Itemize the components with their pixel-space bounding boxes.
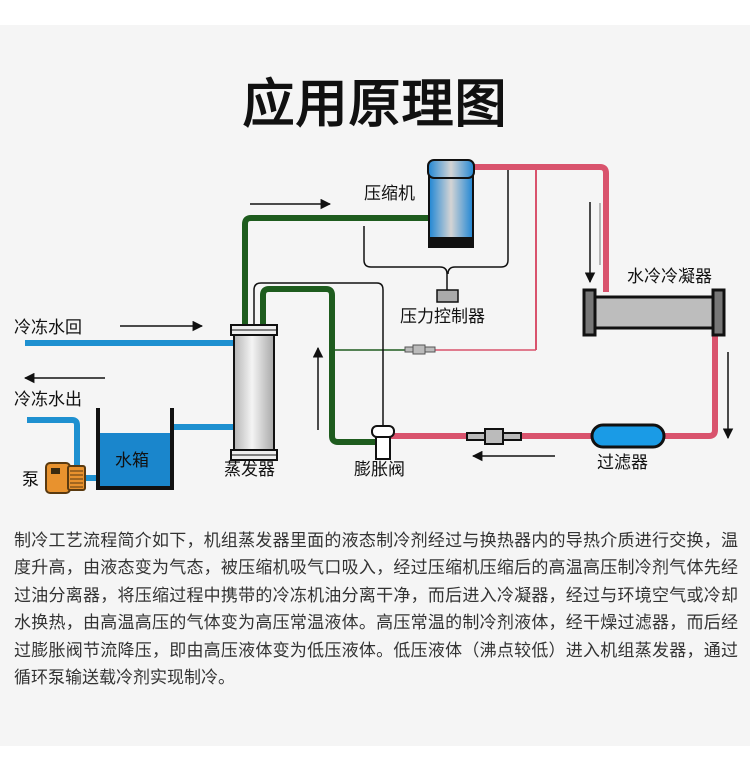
- water-tank-label: 水箱: [115, 451, 149, 471]
- content-panel: [0, 25, 750, 746]
- compressor-label: 压缩机: [364, 184, 415, 204]
- sight-glass-icon: [466, 428, 522, 445]
- water-tank: [96, 408, 174, 490]
- filter-icon: [590, 423, 666, 449]
- chilled-water-out-pipe: [27, 417, 86, 481]
- condenser-icon: [582, 288, 726, 337]
- discharge-line: [472, 164, 609, 292]
- suction-line: [242, 215, 430, 328]
- control-lines: [253, 170, 601, 428]
- low-pressure-lines: [242, 215, 430, 445]
- evaporator-icon: [230, 324, 278, 461]
- condenser-outlet-line: [387, 330, 718, 439]
- evaporator-label: 蒸发器: [224, 460, 275, 480]
- sensing-fitting-icon: [404, 344, 436, 355]
- chilled-water-return-label: 冷冻水回: [14, 318, 82, 338]
- pressure-controller-label: 压力控制器: [400, 307, 485, 327]
- expansion-valve-label: 膨胀阀: [354, 460, 405, 480]
- condenser-label: 水冷冷凝器: [627, 267, 712, 287]
- evaporator-inlet-line: [260, 286, 378, 445]
- chilled-water-lines: [25, 340, 234, 481]
- process-description: 制冷工艺流程简介如下，机组蒸发器里面的液态制冷剂经过与换热器内的导热介质进行交换…: [14, 531, 738, 689]
- pressure-controller-icon: [436, 289, 459, 303]
- high-pressure-lines: [387, 164, 718, 439]
- pump-icon: [45, 462, 86, 494]
- chilled-water-out-label: 冷冻水出: [14, 390, 82, 410]
- compressor-icon: [427, 159, 475, 248]
- page-title: 应用原理图: [242, 75, 508, 135]
- water-tank-water: [98, 433, 172, 487]
- pump-label: 泵: [22, 470, 39, 490]
- flow-arrows: [23, 198, 734, 462]
- filter-label: 过滤器: [597, 453, 648, 473]
- refrigeration-diagram: 压缩机 压力控制器 水冷冷凝器 冷冻水回 冷冻水出 水箱 泵 蒸发器 膨胀阀 过…: [14, 159, 734, 494]
- expansion-valve-icon: [371, 425, 395, 460]
